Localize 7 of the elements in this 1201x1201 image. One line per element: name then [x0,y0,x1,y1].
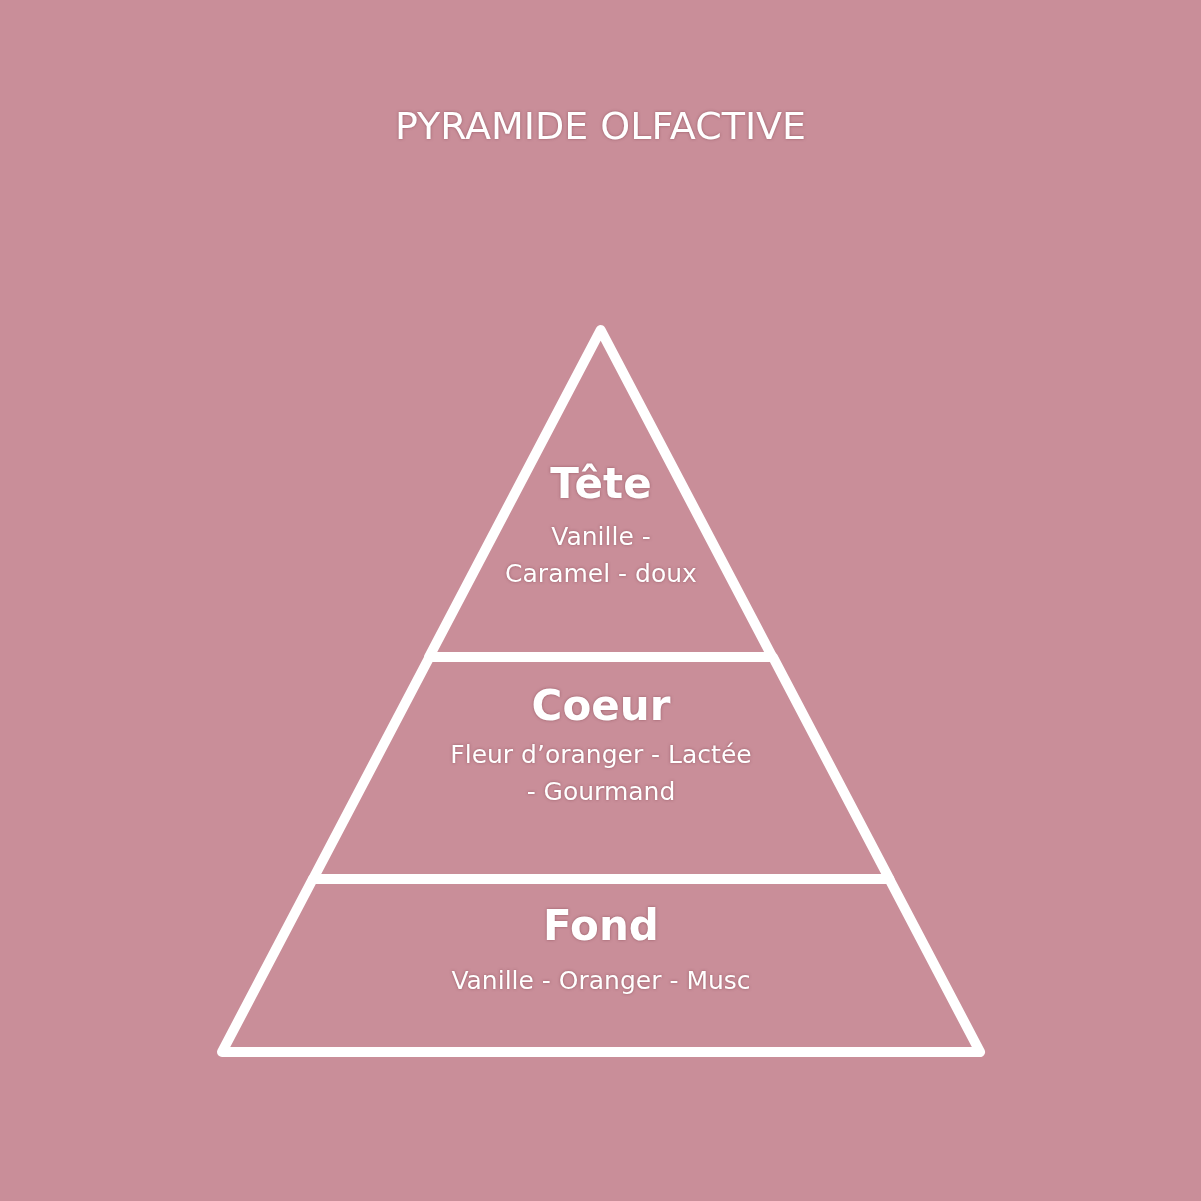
title: PYRAMIDE OLFACTIVE [393,104,808,148]
tier-notes: Vanille - Caramel - doux [504,521,698,590]
tier-heading: Coeur [531,681,671,732]
tier-heading: Tête [550,459,652,510]
tier-heading: Fond [543,901,659,952]
tier-notes: Fleur d’oranger - Lactée - Gourmand [449,739,753,808]
tier-notes: Vanille - Oranger - Musc [451,965,751,998]
